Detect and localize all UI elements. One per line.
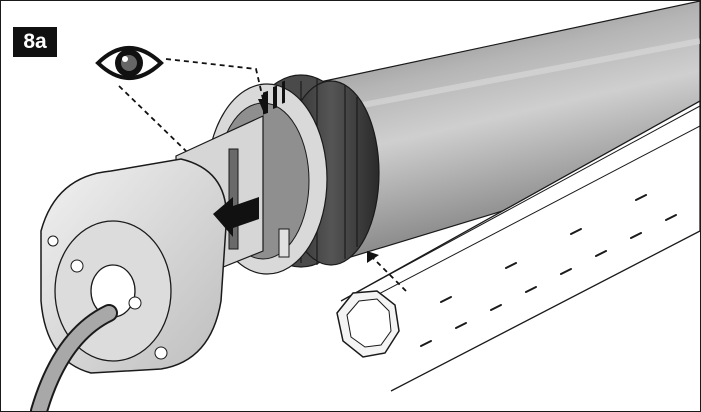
alignment-guides xyxy=(118,58,407,292)
guide-arrowhead-top xyxy=(258,99,268,111)
step-badge: 8a xyxy=(13,27,57,57)
octagonal-winding-tube xyxy=(336,100,700,392)
insert-direction-arrow-icon xyxy=(213,80,285,237)
eye-icon xyxy=(95,46,164,80)
guide-arrowhead-bottom xyxy=(367,251,379,263)
power-cable xyxy=(30,304,118,411)
